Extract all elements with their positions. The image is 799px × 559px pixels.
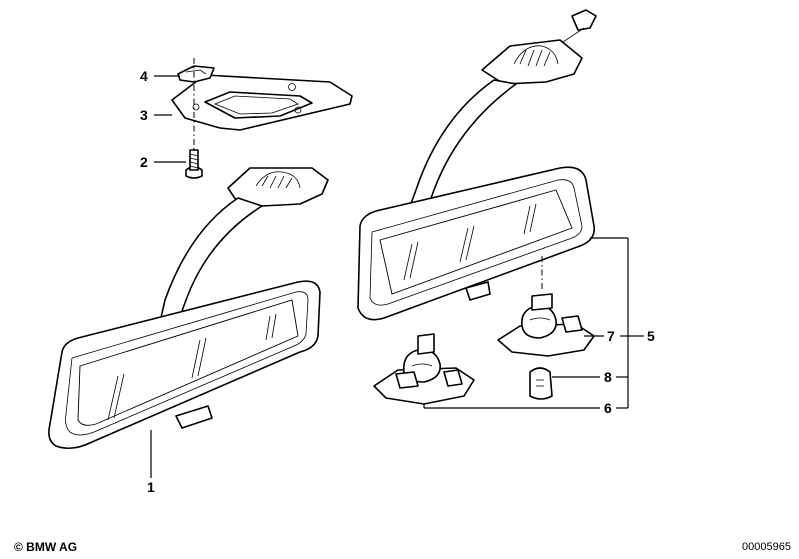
copyright-label: © BMW AG bbox=[14, 540, 78, 554]
callout-7: 7 bbox=[607, 328, 615, 344]
bulb bbox=[529, 367, 553, 400]
leader-lines bbox=[150, 75, 644, 478]
callout-5: 5 bbox=[647, 328, 655, 344]
lamp-holder-upper bbox=[497, 293, 595, 357]
clip bbox=[177, 65, 215, 83]
callout-3: 3 bbox=[140, 107, 148, 123]
callout-8: 8 bbox=[604, 369, 612, 385]
document-number: 00005965 bbox=[742, 541, 791, 553]
callout-4: 4 bbox=[140, 68, 148, 84]
callout-6: 6 bbox=[604, 400, 612, 416]
lamp-holder-lower bbox=[373, 333, 475, 405]
screw bbox=[185, 149, 203, 179]
mounting-plate bbox=[171, 74, 353, 131]
mirror-assembly-left bbox=[48, 167, 329, 450]
mirror-assembly-right bbox=[357, 9, 597, 321]
callout-2: 2 bbox=[140, 154, 148, 170]
callout-1: 1 bbox=[147, 479, 155, 495]
